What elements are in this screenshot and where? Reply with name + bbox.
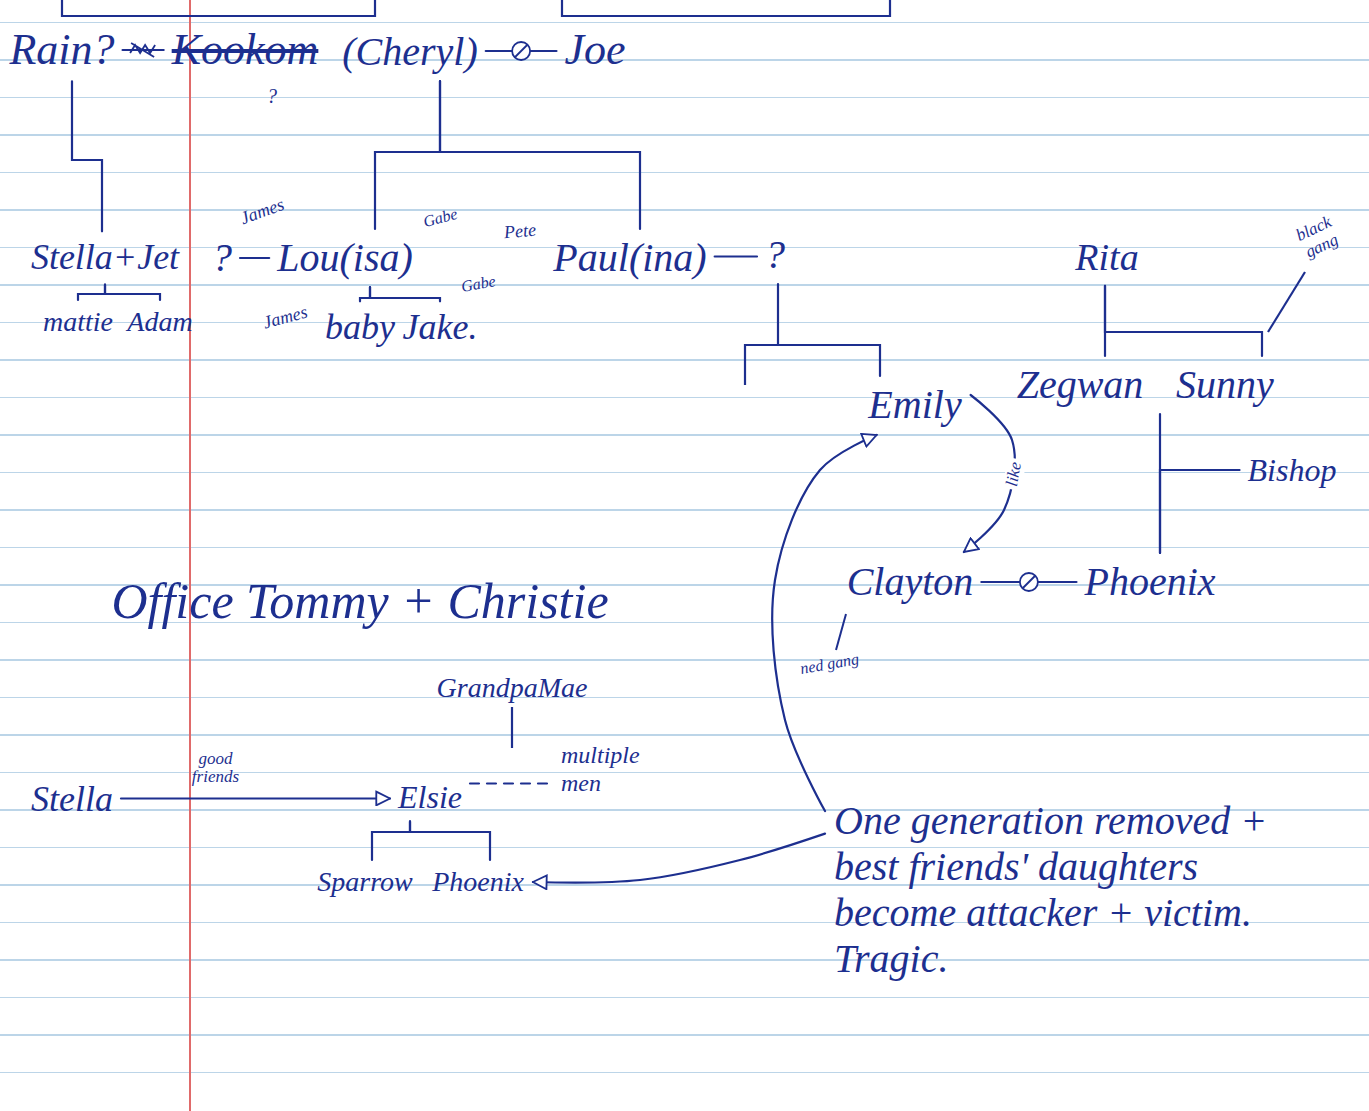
person-name: Joe bbox=[560, 23, 629, 78]
family-line bbox=[370, 287, 440, 301]
edge-label: good friends bbox=[180, 750, 250, 787]
name-text: Clayton bbox=[847, 559, 974, 605]
family-line bbox=[981, 581, 1076, 583]
person-name: ? bbox=[208, 233, 236, 283]
family-line bbox=[1105, 286, 1262, 356]
person-name: Phoenix bbox=[1080, 557, 1219, 607]
annotation: black gang bbox=[1283, 208, 1353, 267]
name-text: Bishop bbox=[1248, 452, 1337, 489]
person-name: Sunny bbox=[1172, 360, 1278, 410]
name-text: Rita bbox=[1075, 236, 1138, 280]
person-name: Phoenix bbox=[428, 864, 528, 900]
person-name: Kookom bbox=[168, 23, 323, 78]
empty-child-leg bbox=[745, 345, 778, 385]
name-text: (Cheryl) bbox=[342, 29, 478, 75]
top-bracket bbox=[62, 0, 375, 16]
family-line bbox=[1160, 470, 1240, 553]
person-name: GrandpaMae bbox=[433, 670, 592, 706]
family-line bbox=[772, 435, 876, 811]
person-name: ? bbox=[761, 230, 789, 280]
annotation: Gabe bbox=[421, 205, 459, 231]
person-name: Zegwan bbox=[1013, 360, 1148, 410]
name-text: Jake. bbox=[403, 307, 478, 348]
name-text: Phoenix bbox=[432, 866, 524, 898]
name-text: Paul(ina) bbox=[553, 235, 706, 281]
person-name: Rita bbox=[1071, 234, 1142, 282]
person-name: Office Tommy + Christie bbox=[107, 571, 612, 633]
descent-stub bbox=[511, 707, 513, 748]
family-line bbox=[778, 284, 880, 376]
name-text: Office Tommy + Christie bbox=[111, 573, 608, 631]
family-line bbox=[372, 821, 410, 860]
name-text: Elsie bbox=[398, 779, 462, 816]
edge-label: like bbox=[1002, 457, 1026, 490]
person-name: Adam bbox=[123, 304, 196, 340]
family-line bbox=[410, 821, 490, 860]
annotation: Gabe bbox=[459, 272, 496, 295]
person-name: Jake. bbox=[399, 305, 482, 350]
name-text: ? bbox=[765, 232, 785, 278]
name-text: Adam bbox=[127, 306, 192, 338]
top-bracket bbox=[562, 0, 890, 16]
name-text: Phoenix bbox=[1084, 559, 1215, 605]
person-name: Bishop bbox=[1244, 450, 1341, 491]
person-name: Lou(isa) bbox=[273, 233, 417, 283]
family-line bbox=[78, 285, 105, 300]
person-name: Stella bbox=[27, 777, 117, 822]
family-line bbox=[360, 287, 370, 301]
person-name: (Cheryl) bbox=[338, 27, 482, 77]
name-text: Stella bbox=[31, 779, 113, 820]
person-name: baby bbox=[321, 305, 399, 350]
name-text: mattie bbox=[43, 306, 113, 338]
family-line bbox=[72, 81, 102, 231]
family-line bbox=[486, 50, 557, 52]
family-line bbox=[121, 797, 390, 799]
family-line bbox=[375, 81, 440, 229]
name-text: Rain? bbox=[9, 25, 114, 76]
name-text: Sunny bbox=[1176, 362, 1274, 408]
name-text: ? bbox=[212, 235, 232, 281]
annotation: ? bbox=[267, 85, 277, 107]
name-text: Emily bbox=[868, 382, 961, 428]
person-name: Elsie bbox=[394, 777, 466, 818]
family-line bbox=[715, 255, 757, 257]
person-name: multiple men bbox=[557, 740, 667, 799]
family-line bbox=[533, 834, 825, 883]
name-text: Zegwan bbox=[1017, 362, 1144, 408]
annotation: James bbox=[237, 195, 286, 229]
name-text: baby bbox=[325, 307, 395, 348]
person-name: Sparrow bbox=[313, 864, 416, 900]
person-name: Emily bbox=[864, 380, 965, 430]
name-text: Sparrow bbox=[317, 866, 412, 898]
person-name: mattie bbox=[39, 304, 117, 340]
name-text: Stella+Jet bbox=[31, 237, 179, 278]
person-name: Stella+Jet bbox=[27, 235, 183, 280]
family-line bbox=[440, 81, 640, 229]
annotation: James bbox=[261, 303, 310, 334]
name-text: multiple men bbox=[561, 742, 663, 797]
family-line bbox=[470, 782, 553, 784]
annotation: Pete bbox=[503, 221, 537, 244]
person-name: Rain? bbox=[5, 23, 118, 78]
leader-line bbox=[836, 614, 846, 650]
family-line bbox=[123, 49, 164, 51]
leader-line bbox=[1268, 272, 1305, 332]
annotation: ned gang bbox=[799, 650, 860, 678]
note-block: One generation removed + best friends' d… bbox=[830, 796, 1290, 984]
name-text: Kookom bbox=[172, 25, 319, 76]
person-name: Paul(ina) bbox=[549, 233, 710, 283]
name-text: One generation removed + best friends' d… bbox=[834, 798, 1286, 982]
family-line bbox=[105, 285, 160, 300]
family-line bbox=[240, 257, 269, 259]
name-text: Lou(isa) bbox=[277, 235, 413, 281]
person-name: Clayton bbox=[843, 557, 978, 607]
name-text: GrandpaMae bbox=[437, 672, 588, 704]
name-text: Joe bbox=[564, 25, 625, 76]
